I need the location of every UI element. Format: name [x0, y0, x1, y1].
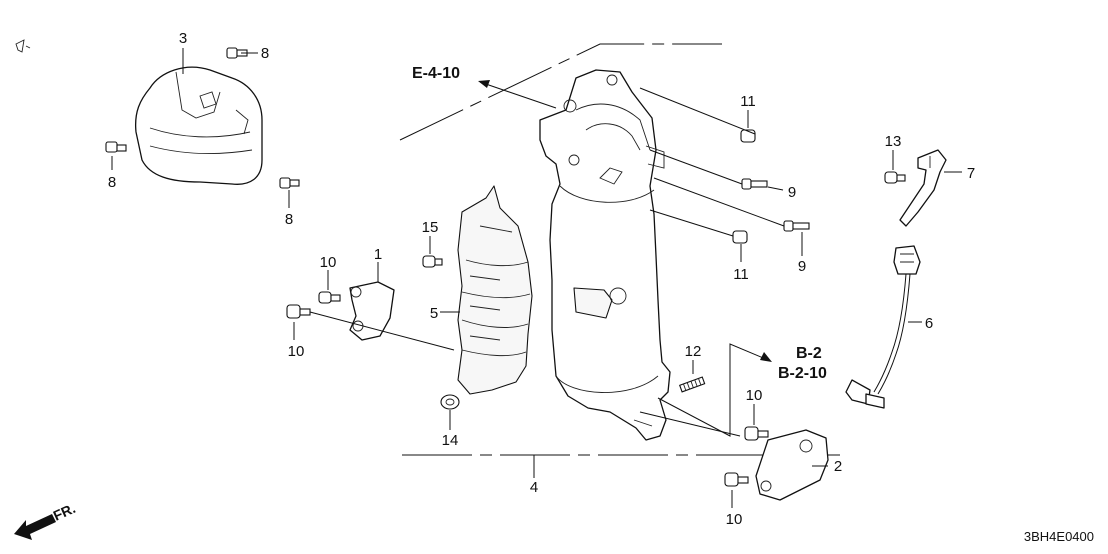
fasteners — [105, 47, 906, 487]
upper-heat-shield — [134, 66, 263, 185]
callout-2: 2 — [834, 458, 842, 475]
assembly-phantom-lines — [399, 43, 840, 478]
callout-12: 12 — [685, 343, 702, 360]
callout-11-top: 11 — [740, 93, 756, 110]
catalytic-converter — [539, 69, 671, 441]
callout-9-top: 9 — [788, 184, 796, 201]
bracket-1 — [349, 281, 395, 341]
oxygen-sensor — [845, 245, 921, 409]
front-label: FR. — [51, 500, 78, 524]
callout-7: 7 — [967, 165, 975, 182]
ref-b-2-10[interactable]: B-2-10 — [778, 365, 827, 382]
ref-b-2[interactable]: B-2 — [796, 345, 822, 362]
stud-12 — [678, 376, 706, 393]
callout-10-upper: 10 — [320, 254, 337, 271]
bolt-10-right — [744, 426, 769, 441]
diagram-code: 3BH4E0400 — [1024, 529, 1094, 544]
sensor-bracket — [899, 149, 947, 227]
callout-8-right: 8 — [285, 211, 293, 228]
bracket-2 — [755, 429, 829, 501]
bolt-10-bottom — [724, 472, 749, 487]
bolt-13 — [884, 171, 906, 184]
callout-15: 15 — [422, 219, 439, 236]
callout-14: 14 — [442, 432, 459, 449]
lower-heat-shield — [457, 185, 533, 395]
callout-10-left: 10 — [288, 343, 305, 360]
callout-11-bottom: 11 — [733, 266, 749, 283]
nut-11-mid — [732, 230, 748, 244]
callout-1: 1 — [374, 246, 382, 263]
bolt-15 — [422, 255, 443, 268]
callout-8-left: 8 — [108, 174, 116, 191]
bolt-9-bottom — [783, 220, 810, 232]
bolt-10-left — [286, 304, 311, 319]
callout-13: 13 — [885, 133, 902, 150]
callout-10-bottom: 10 — [726, 511, 743, 528]
ref-e-4-10[interactable]: E-4-10 — [412, 65, 460, 82]
bolt-9-top — [741, 178, 768, 190]
bolt-8-right — [279, 177, 300, 189]
callout-3: 3 — [179, 30, 187, 47]
callout-8-top: 8 — [261, 45, 269, 62]
gasket-14 — [440, 394, 460, 410]
callout-5: 5 — [430, 305, 438, 322]
front-arrow-icon — [14, 514, 56, 540]
corner-mark — [15, 39, 31, 53]
callout-10-right: 10 — [746, 387, 763, 404]
bolt-10-upper — [318, 291, 341, 304]
callout-9-bottom: 9 — [798, 258, 806, 275]
callout-6: 6 — [925, 315, 933, 332]
callout-4: 4 — [530, 479, 538, 496]
bolt-8-left — [105, 141, 127, 153]
nut-11-top — [740, 129, 756, 143]
reference-arrows — [478, 80, 772, 437]
